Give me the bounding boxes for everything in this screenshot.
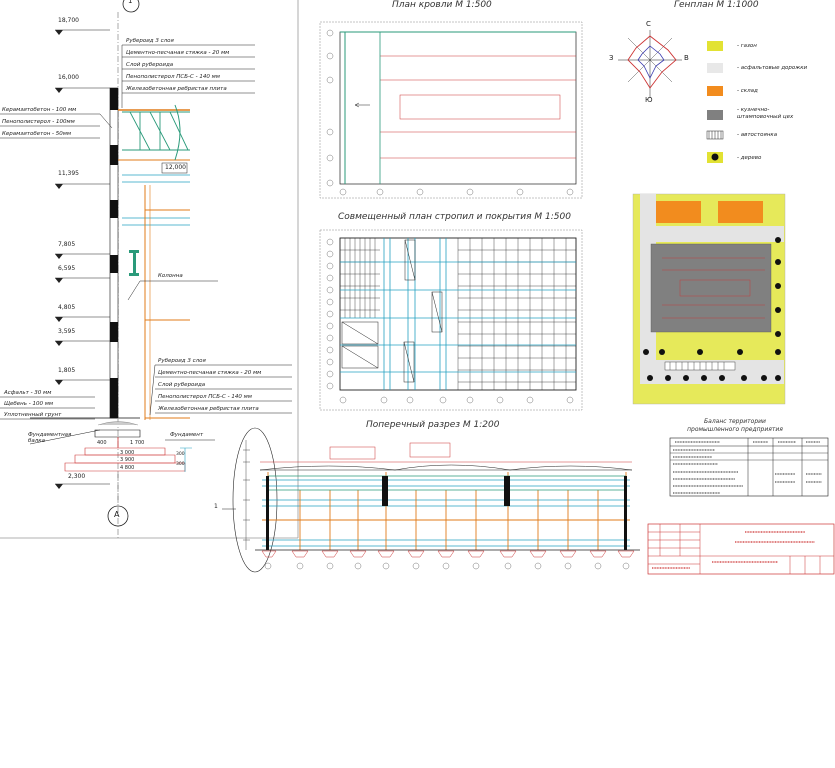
foundation-label: Фундамент [170, 432, 204, 438]
dim-3900: 3 900 [120, 457, 135, 463]
level-1805: 1,805 [58, 367, 76, 374]
axis-label-a: А [114, 510, 120, 519]
legend-tree: - дерево [737, 155, 762, 161]
ground-note-2: Уплотненный грунт [4, 412, 62, 418]
axis-label-1: 1 [128, 0, 133, 5]
foundation-beam-label: Фундаментная балка [28, 432, 72, 444]
site-plan-title: Генплан М 1:1000 [674, 0, 759, 10]
legend-forge: - кузнечно-штамповочный цех [737, 107, 794, 120]
dim-300-b: 300 [176, 462, 185, 467]
level-7805: 7,805 [58, 241, 76, 248]
section-title: Поперечный разрез М 1:200 [366, 420, 500, 430]
dim-1700: 1 700 [130, 440, 145, 446]
dim-300-a: 300 [176, 452, 185, 457]
level-2300: 2,300 [68, 473, 86, 480]
dim-3000: 3 000 [120, 450, 135, 456]
wall-note-top-2: Слой рубероида [126, 62, 174, 68]
compass-west: З [609, 54, 614, 62]
dim-400: 400 [97, 440, 107, 446]
wall-note-left-0: Керамзитобетон - 100 мм [2, 107, 77, 113]
callout-1-label: 1 [214, 503, 218, 510]
axis-marker-top [122, 0, 140, 13]
level-12000: 12,000 [165, 164, 186, 171]
legend-asphalt: - асфальтовые дорожки [737, 65, 808, 71]
wall-note-bottom-2: Слой рубероида [158, 382, 206, 388]
legend-swatch-lawn [707, 41, 723, 51]
wall-note-top-0: Рубероид 3 слоя [126, 38, 174, 44]
rafter-plan-title: Совмещенный план стропил и покрытия М 1:… [338, 212, 571, 222]
legend-swatch-warehouse [707, 86, 723, 96]
level-4805: 4,805 [58, 304, 76, 311]
wall-note-left-2: Керамзитобетон - 50мм [2, 131, 72, 137]
legend-parking: - автостоянка [737, 132, 778, 138]
roof-plan-title: План кровли М 1:500 [392, 0, 492, 10]
level-16000: 16,000 [58, 74, 79, 81]
wall-note-bottom-3: Пенополистерол ПСБ-С - 140 мм [158, 394, 252, 400]
wall-note-top-3: Пенополистерол ПСБ-С - 140 мм [126, 74, 220, 80]
balance-title: Баланс территории промышленного предприя… [687, 418, 783, 433]
legend-swatch-asphalt [707, 63, 723, 73]
wall-note-bottom-0: Рубероид 3 слоя [158, 358, 206, 364]
wall-note-top-4: Железобетонная ребристая плита [126, 86, 227, 92]
column-label: Колонна [158, 273, 183, 279]
compass-south: Ю [645, 96, 653, 104]
ground-note-0: Асфальт - 30 мм [4, 390, 52, 396]
wall-note-left-1: Пенополистерол - 100мм [2, 119, 75, 125]
wall-note-top-1: Цементно-песчаная стяжка - 20 мм [126, 50, 230, 56]
compass-north: С [646, 20, 651, 28]
level-3595: 3,595 [58, 328, 76, 335]
compass-east: В [684, 54, 689, 62]
wall-note-bottom-4: Железобетонная ребристая плита [158, 406, 259, 412]
legend-lawn: - газон [737, 43, 757, 49]
level-6595: 6,595 [58, 265, 76, 272]
ground-note-1: Щебень - 100 мм [4, 401, 54, 407]
legend-warehouse: - склад [737, 88, 758, 94]
axis-marker-a [107, 505, 129, 527]
dim-4800: 4 800 [120, 465, 135, 471]
legend-swatch-forge [707, 110, 723, 120]
level-11395: 11,395 [58, 170, 79, 177]
level-18700: 18,700 [58, 17, 79, 24]
wall-note-bottom-1: Цементно-песчаная стяжка - 20 мм [158, 370, 262, 376]
